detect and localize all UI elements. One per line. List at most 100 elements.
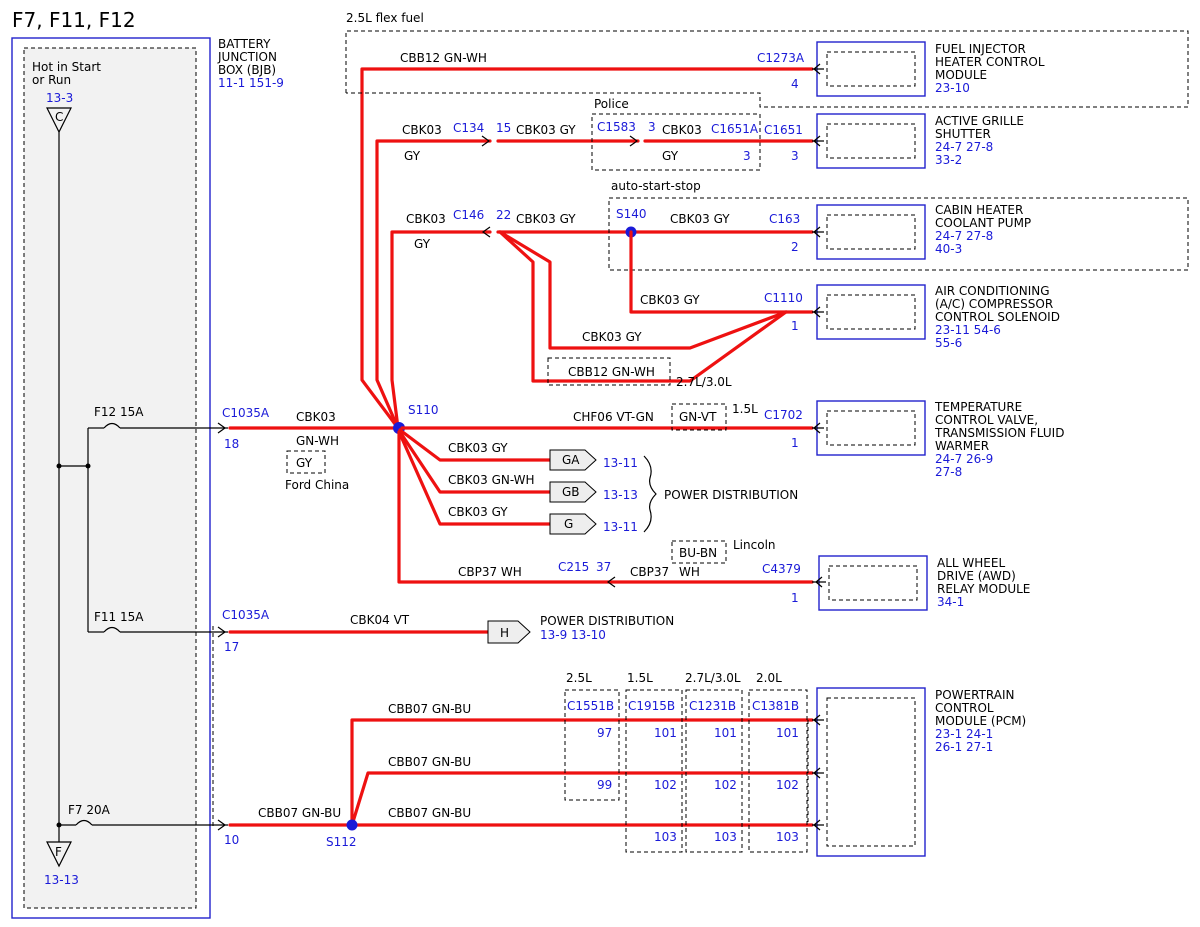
- pd-ga-ref: 13-11: [603, 456, 638, 470]
- fuse-f11-label: F11 15A: [94, 610, 144, 624]
- wire-cbk03-d-label: CBK03: [406, 212, 446, 226]
- wire-cbp37-b-label: CBP37: [630, 565, 669, 579]
- splice-s112: [346, 819, 358, 831]
- pd-h-shape: [487, 620, 531, 644]
- fuse-f12-symbol: [103, 422, 121, 429]
- svg-text:TEMPERATURE: TEMPERATURE: [934, 400, 1022, 414]
- wire-cbb07-2: [350, 771, 814, 827]
- svg-text:AIR CONDITIONING: AIR CONDITIONING: [935, 284, 1050, 298]
- pin-17: 17: [224, 640, 239, 654]
- component-cabin-heater: C163 2 CABIN HEATER COOLANT PUMP 24-7 27…: [769, 203, 1031, 260]
- pd-label: POWER DISTRIBUTION: [664, 488, 798, 502]
- pcm-variant-4: 2.0L: [756, 671, 782, 685]
- wire-chf06-label: CHF06 VT-GN: [573, 410, 654, 424]
- c1583-label: C1583: [597, 120, 636, 134]
- pd-h: H: [500, 626, 509, 640]
- c1651a-label: C1651A: [711, 122, 759, 136]
- s140-label: S140: [616, 207, 647, 221]
- police-label: Police: [594, 97, 629, 111]
- bjb-name-2: JUNCTION: [217, 50, 277, 64]
- s112-label: S112: [326, 835, 357, 849]
- ass-label: auto-start-stop: [611, 179, 701, 193]
- pcm-conn-3: C1231B: [689, 699, 736, 713]
- f-label: F: [55, 845, 62, 859]
- wire-wh-b-label: WH: [679, 565, 700, 579]
- temp-valve-pin: 1: [791, 436, 799, 450]
- wire-c146-ac-1: [498, 230, 788, 350]
- svg-text:ACTIVE GRILLE: ACTIVE GRILLE: [935, 114, 1024, 128]
- svg-text:SHUTTER: SHUTTER: [935, 127, 991, 141]
- component-pcm: POWERTRAIN CONTROL MODULE (PCM) 23-1 24-…: [807, 687, 1026, 857]
- diagram-title: F7, F11, F12: [12, 8, 136, 32]
- wire-s140-ac: [629, 230, 814, 314]
- c1035a-label-2: C1035A: [222, 608, 270, 622]
- pd-h-ref: 13-9 13-10: [540, 628, 606, 642]
- bjb-outline: [11, 37, 211, 919]
- wire-gy-main-label: GY: [296, 456, 313, 470]
- wire-cbk03-heater: [390, 230, 492, 430]
- pin-10: 10: [224, 833, 239, 847]
- wire-cbk03-main-label: CBK03: [296, 410, 336, 424]
- flex-fuel-label: 2.5L flex fuel: [346, 11, 424, 25]
- active-grille-conn: C1651: [764, 123, 803, 137]
- svg-text:24-7 27-8: 24-7 27-8: [935, 140, 993, 154]
- pd-gb: GB: [562, 485, 580, 499]
- wire-cbb07-1: [350, 718, 814, 827]
- wire-cbp37: [397, 430, 814, 584]
- svg-text:CONTROL SOLENOID: CONTROL SOLENOID: [935, 310, 1060, 324]
- svg-text:DRIVE (AWD): DRIVE (AWD): [937, 569, 1016, 583]
- c-label: C: [55, 110, 63, 124]
- c134-label: C134: [453, 121, 484, 135]
- c134-arrow: [481, 135, 491, 147]
- pcm-r1-c1: 97: [597, 726, 612, 740]
- svg-text:34-1: 34-1: [937, 595, 964, 609]
- svg-text:HEATER CONTROL: HEATER CONTROL: [935, 55, 1045, 69]
- wire-gy-d-label: GY: [414, 237, 431, 251]
- fuse-f7-label: F7 20A: [68, 803, 111, 817]
- svg-text:FUEL INJECTOR: FUEL INJECTOR: [935, 42, 1026, 56]
- cabin-heater-pin: 2: [791, 240, 799, 254]
- awd-pin: 1: [791, 591, 799, 605]
- c146-label: C146: [453, 208, 484, 222]
- svg-text:RELAY MODULE: RELAY MODULE: [937, 582, 1030, 596]
- c10-arrow: [217, 819, 227, 831]
- wire-c146-ac-2: [498, 230, 788, 383]
- svg-text:23-10: 23-10: [935, 81, 970, 95]
- wire-pd-ga: [398, 428, 552, 462]
- c-ref: 13-3: [46, 91, 73, 105]
- wire-pd-ga-label: CBK03 GY: [448, 441, 508, 455]
- pcm-r3-c2: 103: [654, 830, 677, 844]
- cabin-heater-conn: C163: [769, 212, 800, 226]
- flex-fuel-box: [345, 30, 1189, 108]
- c1583-arrow: [629, 135, 639, 147]
- wire-cbb12-label: CBB12 GN-WH: [400, 51, 487, 65]
- pcm-r3-c4: 103: [776, 830, 799, 844]
- pcm-variant-1: 2.5L: [566, 671, 592, 685]
- bjb-refs: 11-1 151-9: [218, 76, 284, 90]
- ac-conn: C1110: [764, 291, 803, 305]
- hot-label-2: or Run: [32, 73, 71, 87]
- pcm-variant-2: 1.5L: [627, 671, 653, 685]
- c146-arrow: [481, 226, 491, 238]
- pcm-conn-4: C1381B: [752, 699, 799, 713]
- wire-cbb07-1-label: CBB07 GN-BU: [388, 702, 471, 716]
- auto-start-stop-box: [608, 197, 1189, 271]
- component-fuel-injector: C1273A 4 FUEL INJECTOR HEATER CONTROL MO…: [757, 41, 1045, 97]
- wire-cbk04-label: CBK04 VT: [350, 613, 410, 627]
- component-temp-valve: C1702 1 TEMPERATURE CONTROL VALVE, TRANS…: [764, 400, 1064, 479]
- svg-text:23-11 54-6: 23-11 54-6: [935, 323, 1001, 337]
- svg-text:40-3: 40-3: [935, 242, 962, 256]
- pin-18: 18: [224, 437, 239, 451]
- component-awd-relay: C4379 1 ALL WHEEL DRIVE (AWD) RELAY MODU…: [762, 555, 1030, 611]
- wire-cbk03gy-f-label: CBK03 GY: [670, 212, 730, 226]
- pcm-r2-c4: 102: [776, 778, 799, 792]
- wire-cbk03gy-b-label: CBK03 GY: [516, 123, 576, 137]
- cbb12-option-box: [547, 357, 671, 386]
- variant-15-label: 1.5L: [732, 402, 758, 416]
- pcm-r2-c1: 99: [597, 778, 612, 792]
- svg-text:MODULE: MODULE: [935, 68, 987, 82]
- fuse-f12-label: F12 15A: [94, 405, 144, 419]
- wire-pd-g-label: CBK03 GY: [448, 505, 508, 519]
- wire-cbk03gy-h-label: CBK03 GY: [582, 330, 642, 344]
- pd-gb-shape: [549, 481, 597, 503]
